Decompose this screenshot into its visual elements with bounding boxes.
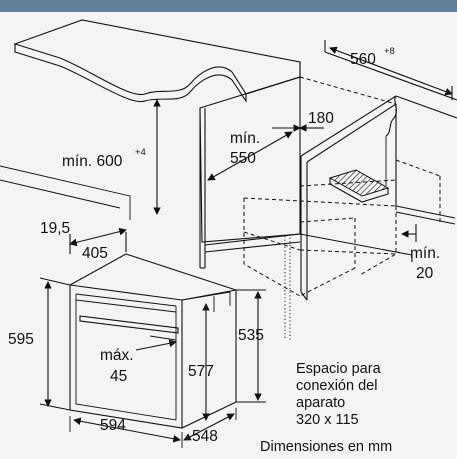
connection-space-line3: aparato [296,395,345,411]
shelf-lines [0,165,456,262]
min-600-tolerance: +4 [135,147,146,158]
dim-560-tolerance: +8 [384,46,395,57]
dimension-lines [39,40,453,448]
dim-19-5-label: 19,5 [40,220,70,237]
oven-door-handle [79,315,179,334]
counter-wall-edge [245,62,301,95]
dim-405-label: 405 [82,245,108,262]
header-bar [0,0,457,12]
max-45-label-line2: 45 [110,368,127,385]
connection-space-line4: 320 x 115 [296,412,359,428]
units-note: Dimensiones en mm [260,439,392,455]
countertop-top-face [13,19,301,96]
dim-548-label: 548 [192,428,218,445]
countertop [13,19,301,103]
dim-577-label: 577 [188,363,214,380]
hidden-lines [243,76,441,297]
min-550-label-line2: 550 [230,150,256,167]
connection-space [328,169,390,203]
right-cabinet-panel [300,104,397,301]
dim-594-label: 594 [100,417,126,434]
connection-space-line2: conexión del [296,378,377,394]
oven-body [69,253,237,429]
countertop-front-edge [14,44,247,103]
dim-595-label: 595 [8,331,34,348]
connection-space-line1: Espacio para [296,361,382,377]
dim-180-label: 180 [308,110,334,127]
right-countertop [300,51,457,163]
max-45-label-line1: máx. [100,347,134,364]
dim-535-label: 535 [238,327,264,344]
min-20-label-line2: 20 [416,265,434,282]
dim-560-label: 560 [350,51,376,68]
min-550-label-line1: mín. [230,130,260,147]
min-600-label: mín. 600 [62,153,123,170]
dimension-labels: 560 +8 180 mín. 600 +4 mín. 550 19,5 405… [8,46,440,455]
min-20-label-line1: mín. [410,245,440,262]
